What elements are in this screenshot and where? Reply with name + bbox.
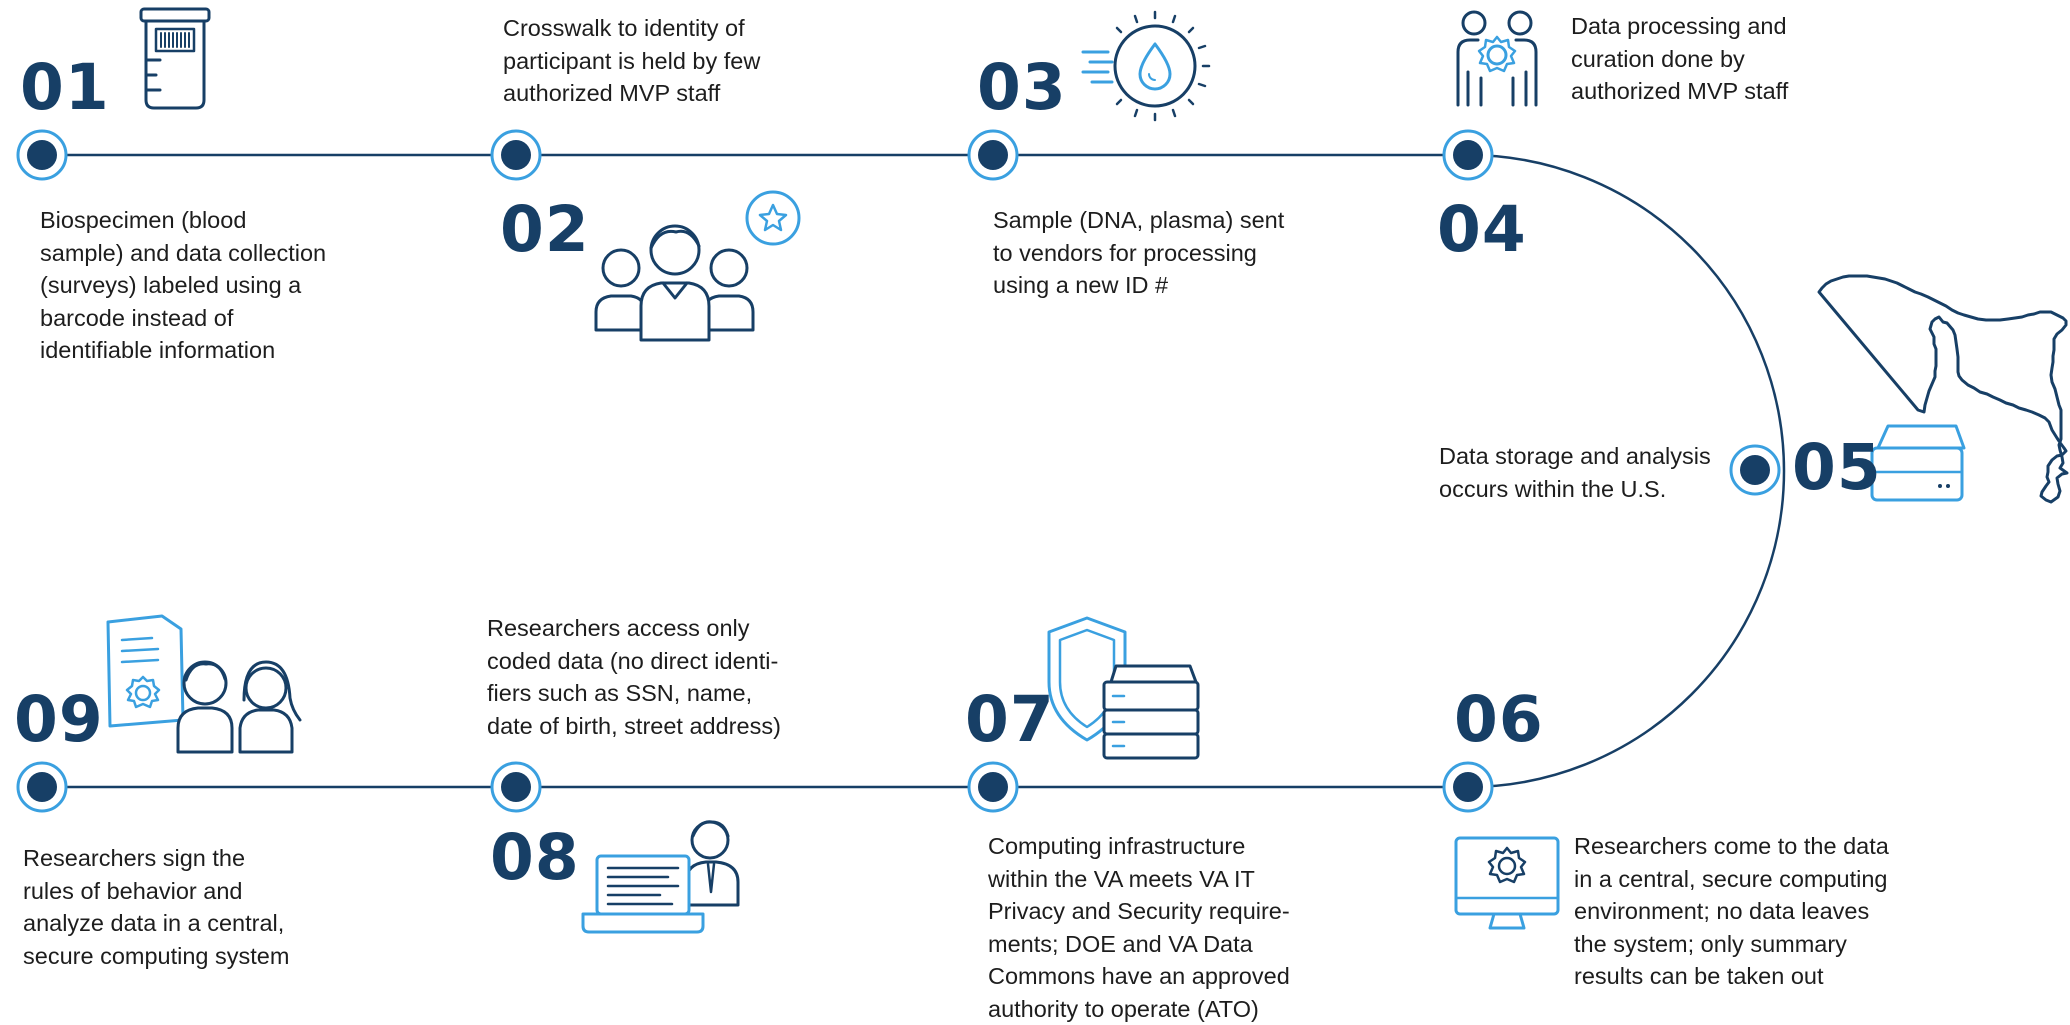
step-number-03: 03	[977, 51, 1067, 124]
node-06	[1442, 761, 1494, 813]
node-03	[967, 129, 1019, 181]
node-04	[1442, 129, 1494, 181]
step-text-08: Researchers access only coded data (no d…	[487, 615, 781, 739]
step-text-04: Data processing and curation done by aut…	[1571, 13, 1789, 104]
node-02	[490, 129, 542, 181]
monitor-gear-icon	[1454, 836, 1560, 930]
document-people-icon	[106, 614, 302, 754]
step-number-01: 01	[20, 51, 110, 124]
test-tube-barcode-icon	[139, 7, 211, 110]
step-text-05: Data storage and analysis occurs within …	[1439, 443, 1711, 502]
node-07	[967, 761, 1019, 813]
step-text-07: Computing infrastructure within the VA m…	[988, 833, 1290, 1022]
node-01	[16, 129, 68, 181]
step-text-02: Crosswalk to identity of participant is …	[503, 15, 761, 106]
step-number-09: 09	[14, 683, 104, 756]
node-08	[490, 761, 542, 813]
fast-drop-icon	[1081, 10, 1211, 122]
people-gear-icon	[1456, 10, 1538, 107]
us-map-server-icon	[1817, 274, 2069, 504]
step-number-05: 05	[1792, 431, 1882, 504]
laptop-person-icon	[581, 820, 740, 934]
shield-server-icon	[1047, 616, 1200, 760]
step-number-07: 07	[965, 683, 1055, 756]
step-number-08: 08	[490, 821, 580, 894]
step-text-06: Researchers come to the data in a centra…	[1574, 833, 1889, 989]
step-text-03: Sample (DNA, plasma) sent to vendors for…	[993, 207, 1285, 298]
people-star-icon	[594, 190, 801, 342]
node-09	[16, 761, 68, 813]
step-number-06: 06	[1454, 683, 1544, 756]
step-text-01: Biospecimen (blood sample) and data coll…	[40, 207, 327, 363]
step-number-02: 02	[500, 193, 590, 266]
node-05	[1729, 444, 1781, 496]
step-number-04: 04	[1437, 193, 1527, 266]
timeline-path	[42, 153, 1786, 789]
step-text-09: Researchers sign the rules of behavior a…	[23, 845, 290, 969]
